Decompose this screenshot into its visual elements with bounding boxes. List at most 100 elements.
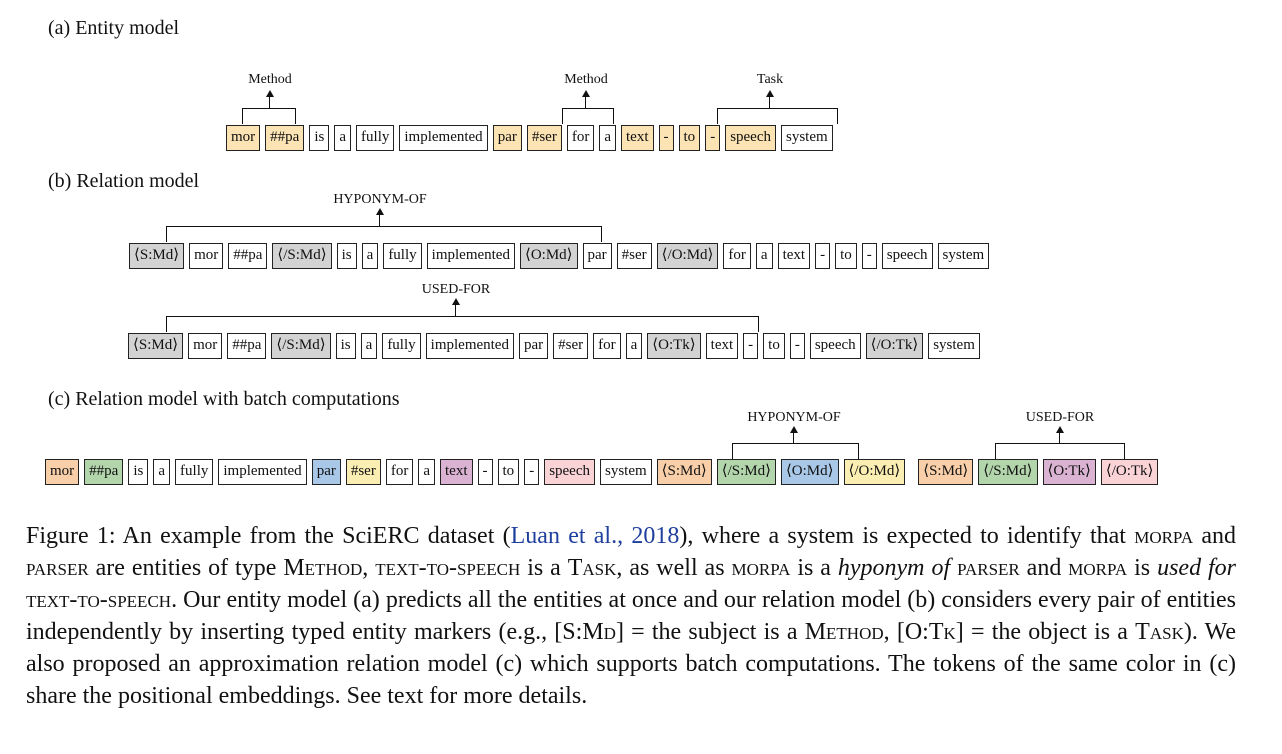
term-morpa: morpa — [1068, 555, 1128, 581]
token: implemented — [426, 243, 515, 269]
token: ⟨/S:Md⟩ — [716, 459, 776, 485]
caption-text: ). We also proposed an approximation rel… — [26, 619, 1236, 709]
tag-used-for-batch: USED-FOR — [1025, 410, 1095, 425]
token: ⟨O:Md⟩ — [519, 243, 578, 269]
caption-text: is a — [790, 555, 838, 581]
token: par — [582, 243, 612, 269]
panel-c-title: (c) Relation model with batch computatio… — [48, 388, 400, 410]
caption-text: . Our entity model (a) predicts all the … — [26, 587, 1236, 645]
token: implemented — [218, 459, 307, 485]
token: is — [336, 243, 357, 269]
tag-hyponym-of-batch: HYPONYM-OF — [747, 410, 841, 425]
token: a — [153, 459, 171, 485]
token: ##pa — [227, 333, 267, 359]
token: #ser — [345, 459, 381, 485]
citation-year[interactable]: 2018 — [631, 523, 680, 549]
token: #ser — [526, 125, 562, 151]
token: system — [600, 459, 652, 485]
bracket-method-2 — [562, 108, 614, 124]
token: #ser — [553, 333, 589, 359]
term-parser: parser — [957, 555, 1020, 581]
panel-b-row-1: ⟨S:Md⟩ mor ##pa ⟨/S:Md⟩ is a fully imple… — [129, 243, 994, 269]
token: - — [743, 333, 759, 359]
panel-a-token-row: mor ##pa is a fully implemented par #ser… — [226, 125, 838, 151]
token: for — [593, 333, 621, 359]
token: - — [477, 459, 493, 485]
tag-used-for: USED-FOR — [421, 282, 491, 297]
citation-link[interactable]: Luan et al., 2018 — [511, 523, 680, 549]
token: system — [781, 125, 833, 151]
token: speech — [881, 243, 933, 269]
term-task: Task — [567, 555, 617, 581]
token: ⟨/S:Md⟩ — [978, 459, 1038, 485]
tag-hyponym-of: HYPONYM-OF — [333, 192, 427, 207]
caption-text: ), where a system is expected to identif… — [679, 523, 1135, 549]
token: a — [625, 333, 643, 359]
term-morpa: morpa — [1134, 523, 1194, 549]
token: #ser — [616, 243, 652, 269]
token: ##pa — [84, 459, 124, 485]
token: is — [128, 459, 149, 485]
token: speech — [725, 125, 776, 151]
term-tk: Tk — [928, 619, 956, 645]
token: ⟨/S:Md⟩ — [271, 333, 331, 359]
token: ⟨O:Md⟩ — [780, 459, 839, 485]
token: - — [524, 459, 540, 485]
caption-text: , — [362, 555, 376, 581]
token: fully — [382, 333, 421, 359]
token: text — [705, 333, 739, 359]
bracket-hyponym-of — [166, 226, 602, 242]
token: to — [835, 243, 857, 269]
token: ⟨O:Tk⟩ — [1042, 459, 1096, 485]
token: for — [723, 243, 751, 269]
token: implemented — [399, 125, 488, 151]
token: is — [309, 125, 330, 151]
token: a — [360, 333, 378, 359]
bracket-method-1 — [242, 108, 296, 124]
term-method: Method — [283, 555, 363, 581]
token: a — [755, 243, 773, 269]
token: ##pa — [265, 125, 305, 151]
figure-caption: Figure 1: An example from the SciERC dat… — [26, 520, 1236, 712]
token: to — [763, 333, 785, 359]
token: to — [678, 125, 701, 151]
panel-c-token-row: mor ##pa is a fully implemented par #ser… — [45, 459, 1163, 485]
token: text — [440, 459, 473, 485]
token: - — [705, 125, 721, 151]
tag-method-1: Method — [248, 72, 292, 87]
caption-text: is — [1127, 555, 1158, 581]
token: fully — [356, 125, 395, 151]
token: ⟨/O:Tk⟩ — [1100, 459, 1159, 485]
token: speech — [809, 333, 861, 359]
tag-task: Task — [756, 72, 784, 87]
token: ⟨S:Md⟩ — [656, 459, 712, 485]
token: is — [335, 333, 356, 359]
panel-b-row-2: ⟨S:Md⟩ mor ##pa ⟨/S:Md⟩ is a fully imple… — [128, 333, 985, 359]
arrow-method-2 — [581, 90, 590, 108]
citation-authors[interactable]: Luan et al. — [510, 523, 618, 549]
bracket-used-for — [166, 316, 759, 332]
token: ⟨/O:Md⟩ — [843, 459, 906, 485]
citation-separator: , — [617, 523, 632, 549]
caption-text: and — [1019, 555, 1069, 581]
caption-text: ] = the subject is a — [615, 619, 805, 645]
tag-method-2: Method — [564, 72, 608, 87]
token: ⟨S:Md⟩ — [128, 333, 184, 359]
token: mor — [189, 243, 224, 269]
token: ##pa — [228, 243, 268, 269]
token: a — [418, 459, 436, 485]
term-task: Task — [1135, 619, 1184, 645]
arrow-used-for — [451, 298, 460, 316]
bracket-hyponym-of-batch — [732, 443, 859, 459]
panel-a-title: (a) Entity model — [48, 17, 180, 39]
caption-text: ] = the object is a — [955, 619, 1136, 645]
token: text — [621, 125, 654, 151]
token: ⟨/S:Md⟩ — [272, 243, 332, 269]
token: ⟨S:Md⟩ — [918, 459, 974, 485]
token: - — [658, 125, 674, 151]
token: a — [361, 243, 379, 269]
token: fully — [383, 243, 422, 269]
token: ⟨/O:Md⟩ — [656, 243, 719, 269]
token: mor — [226, 125, 261, 151]
caption-text: Figure 1: An example from the SciERC dat… — [26, 523, 511, 549]
